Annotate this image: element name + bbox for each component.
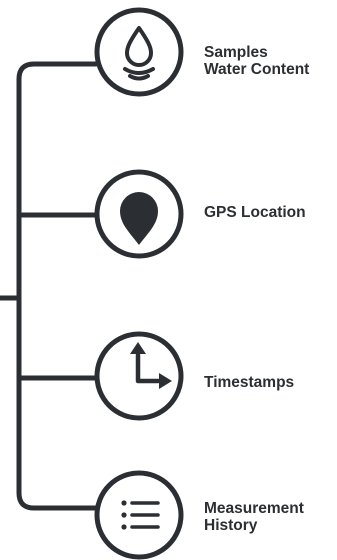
feature-label-line: History: [204, 517, 258, 534]
map-pin-icon: [120, 192, 158, 245]
turn-arrow-icon: [130, 342, 172, 389]
water-drop-icon: [123, 26, 155, 81]
node-timestamps: [94, 331, 184, 421]
feature-label-line: Samples: [204, 44, 268, 61]
feature-label-timestamps: Timestamps: [204, 374, 294, 391]
feature-label-samples-water-content: Samples Water Content: [204, 44, 309, 78]
feature-label-line: Water Content: [204, 61, 310, 78]
trunk-line: [16, 61, 99, 511]
feature-label-line: Measurement: [204, 500, 304, 517]
node-samples-water-content: [94, 7, 184, 97]
feature-label-measurement-history: Measurement History: [204, 500, 304, 534]
feature-label-gps-location: GPS Location: [204, 204, 306, 221]
tree-connectors: [0, 61, 99, 511]
list-icon: [121, 500, 160, 530]
node-gps-location: [94, 169, 184, 259]
node-measurement-history: [94, 470, 184, 560]
feature-label-line: GPS Location: [204, 204, 306, 221]
feature-label-line: Timestamps: [204, 374, 295, 391]
node-circle: [94, 7, 184, 97]
